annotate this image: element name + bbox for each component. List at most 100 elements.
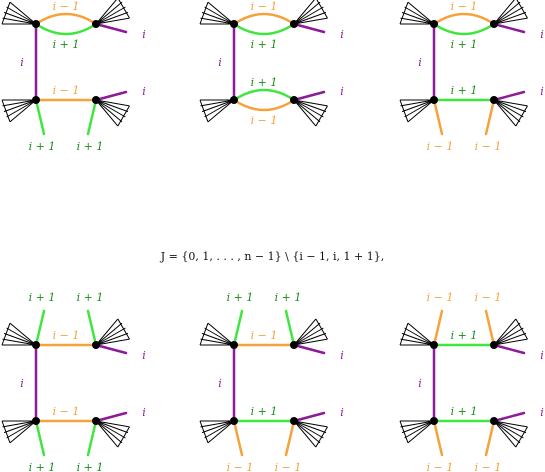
fan-ray [293, 338, 328, 346]
fan-ray [95, 17, 130, 25]
fan-ray [293, 420, 324, 439]
fan-edge [515, 105, 528, 127]
fan-ray [493, 318, 517, 346]
leg-label: i + 1 [29, 140, 56, 153]
fan-edge [399, 322, 409, 346]
fan-ray [6, 99, 37, 118]
purple-stub [492, 22, 526, 34]
loop-edge-bottom [35, 22, 97, 36]
fan-ray [6, 6, 37, 25]
leg-up [232, 309, 244, 347]
fan-ray [404, 99, 435, 118]
fan-ray [293, 99, 324, 118]
fan-ray [293, 1, 321, 25]
fan-ray [9, 420, 37, 444]
vertex-node [490, 417, 498, 425]
fan-ray [293, 420, 327, 434]
vertex-node [32, 20, 40, 28]
fan-edge [515, 426, 528, 448]
vertex-node [92, 417, 100, 425]
leg-up [484, 309, 496, 347]
purple-stub [492, 90, 526, 102]
loop-edge-bottom [233, 22, 295, 36]
purple-stub [94, 90, 128, 102]
leg-down [484, 98, 496, 136]
fan-ray [407, 99, 435, 123]
fan-ray [6, 420, 37, 439]
vertical-label-i: i [218, 56, 222, 69]
purple-stub [94, 22, 128, 34]
leg-down [284, 419, 296, 457]
leg-label: i − 1 [427, 461, 454, 472]
fan-edge [515, 318, 528, 340]
stub-label-i: i [540, 406, 544, 419]
leg-down [86, 98, 98, 136]
leg-label: i − 1 [475, 291, 502, 304]
fan-ray [404, 6, 435, 25]
fan-ray [95, 420, 129, 434]
leg-label: i + 1 [77, 140, 104, 153]
fan-edge [315, 318, 328, 340]
edge-label-bottom: i + 1 [451, 38, 478, 51]
fan-ray [3, 332, 37, 346]
fan-ray [3, 99, 37, 113]
fan-ray [95, 0, 117, 25]
fan-ray [493, 420, 524, 439]
fan-ray [493, 0, 515, 25]
stub-label-i: i [340, 28, 344, 41]
vertex-node [92, 341, 100, 349]
fan-ray [95, 420, 130, 428]
fan-ray [95, 420, 119, 448]
fan-ray [204, 420, 235, 439]
vertex-node [230, 341, 238, 349]
fan-ray [493, 327, 524, 346]
purple-stub [292, 411, 326, 423]
fan-ray [95, 99, 129, 113]
fan-ray [201, 420, 235, 434]
fan-ray [407, 322, 435, 346]
index-set-formula: J = {0, 1, . . . , n − 1} \ {i − 1, i, 1… [0, 250, 545, 263]
fan-ray [201, 11, 235, 25]
fan-ray [3, 420, 37, 434]
vertex-node [290, 96, 298, 104]
leg-label: i − 1 [475, 140, 502, 153]
fan-ray [95, 6, 126, 25]
fan-ray [293, 99, 327, 113]
purple-stub [94, 343, 128, 355]
fan-edge [118, 0, 130, 19]
fan-ray [2, 17, 37, 25]
leg-down [484, 419, 496, 457]
fan-ray [95, 318, 119, 346]
fan-ray [95, 420, 123, 444]
vertical-label-i: i [418, 56, 422, 69]
fan-ray [293, 322, 321, 346]
fan-ray [293, 420, 317, 448]
vertex-node [230, 96, 238, 104]
fan-ray [2, 338, 37, 346]
leg-label: i − 1 [275, 461, 302, 472]
fan-ray [207, 322, 235, 346]
leg-label: i + 1 [77, 461, 104, 472]
fan-ray [293, 6, 324, 25]
fan-edge [316, 0, 328, 19]
vertex-node [490, 341, 498, 349]
fan-ray [493, 420, 517, 448]
fan-ray [9, 99, 37, 123]
vertical-label-i: i [218, 377, 222, 390]
stub-label-i: i [540, 349, 544, 362]
fan-ray [400, 99, 435, 107]
leg-label: i + 1 [29, 461, 56, 472]
fan-ray [493, 99, 527, 113]
fan-ray [493, 99, 517, 127]
fan-ray [493, 322, 521, 346]
stub-label-i: i [142, 406, 146, 419]
fan-ray [401, 332, 435, 346]
fan-ray [204, 6, 235, 25]
fan-edge [117, 318, 130, 340]
fan-edge [199, 1, 209, 25]
fan-ray [401, 420, 435, 434]
fan-edge [1, 420, 11, 444]
fan-ray [95, 420, 126, 439]
